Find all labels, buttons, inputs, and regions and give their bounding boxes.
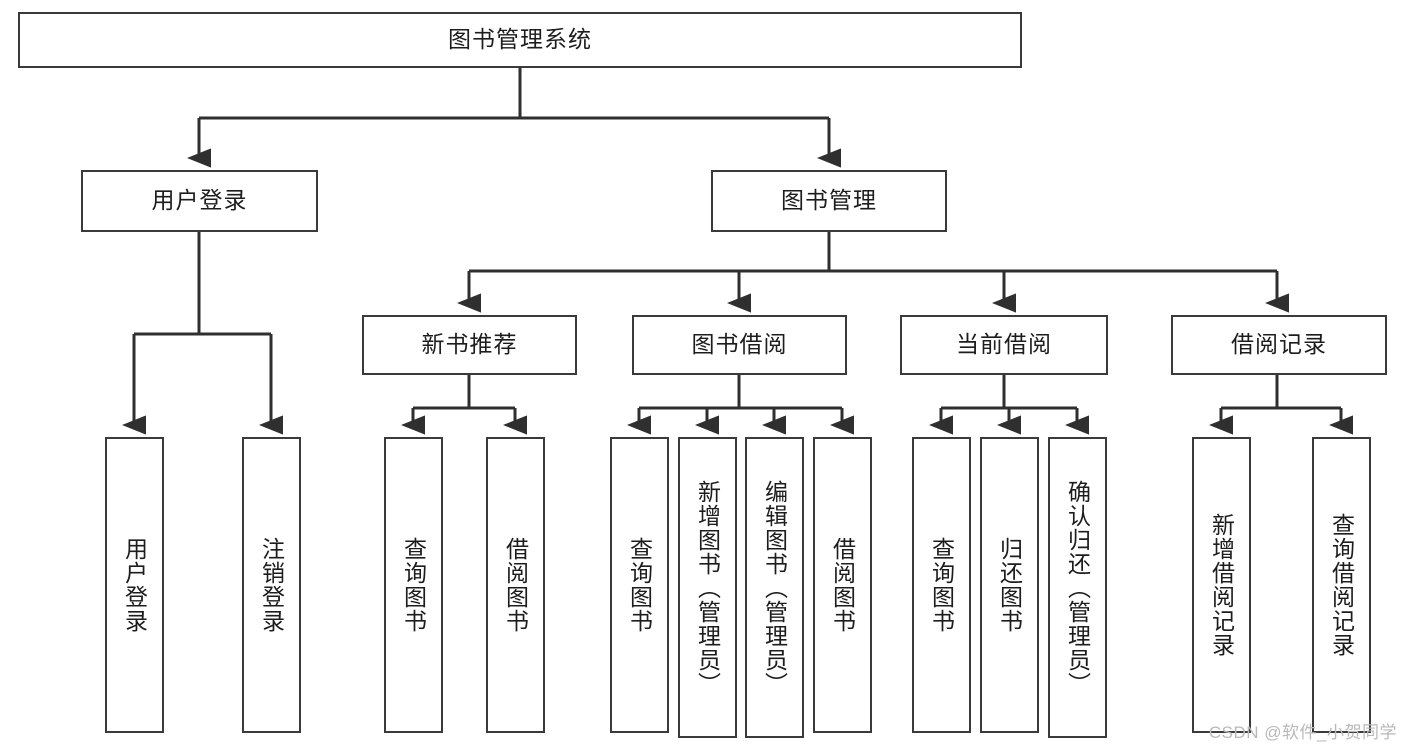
leaf-confirm-return-label: 确认归还（管理员） xyxy=(1064,479,1091,696)
leaf-borrow-book-2-label: 借阅图书 xyxy=(829,537,856,633)
leaf-query-book-1-label: 查询图书 xyxy=(400,537,427,633)
leaf-query-book-2[interactable]: 查询图书 xyxy=(610,437,669,733)
leaf-query-book-3-label: 查询图书 xyxy=(928,537,955,633)
leaf-add-record[interactable]: 新增借阅记录 xyxy=(1192,437,1251,733)
node-book-manage[interactable]: 图书管理 xyxy=(711,170,947,232)
leaf-edit-book-label: 编辑图书（管理员） xyxy=(761,479,788,696)
leaf-user-login-label: 用户登录 xyxy=(121,537,148,633)
node-book-borrow-label: 图书借阅 xyxy=(691,331,788,358)
leaf-query-record[interactable]: 查询借阅记录 xyxy=(1312,437,1371,733)
leaf-query-book-1[interactable]: 查询图书 xyxy=(384,437,443,733)
leaf-borrow-book-2[interactable]: 借阅图书 xyxy=(813,437,872,733)
leaf-add-record-label: 新增借阅记录 xyxy=(1208,513,1235,657)
leaf-add-book[interactable]: 新增图书（管理员） xyxy=(678,437,737,738)
leaf-borrow-book-1-label: 借阅图书 xyxy=(502,537,529,633)
node-borrow-record[interactable]: 借阅记录 xyxy=(1171,315,1387,375)
leaf-add-book-label: 新增图书（管理员） xyxy=(694,479,721,696)
leaf-query-book-3[interactable]: 查询图书 xyxy=(912,437,971,733)
node-user-login[interactable]: 用户登录 xyxy=(81,170,318,232)
node-new-book-rec[interactable]: 新书推荐 xyxy=(362,315,577,375)
leaf-user-login[interactable]: 用户登录 xyxy=(105,437,164,733)
node-root[interactable]: 图书管理系统 xyxy=(18,12,1022,68)
leaf-query-record-label: 查询借阅记录 xyxy=(1328,513,1355,657)
node-root-label: 图书管理系统 xyxy=(448,26,592,53)
leaf-borrow-book-1[interactable]: 借阅图书 xyxy=(486,437,545,733)
leaf-query-book-2-label: 查询图书 xyxy=(626,537,653,633)
node-borrow-record-label: 借阅记录 xyxy=(1231,331,1327,358)
node-book-borrow[interactable]: 图书借阅 xyxy=(632,315,847,375)
leaf-logout-login[interactable]: 注销登录 xyxy=(242,437,301,733)
node-current-borrow-label: 当前借阅 xyxy=(956,331,1052,358)
leaf-edit-book[interactable]: 编辑图书（管理员） xyxy=(745,437,804,738)
leaf-confirm-return[interactable]: 确认归还（管理员） xyxy=(1048,437,1107,738)
leaf-logout-login-label: 注销登录 xyxy=(258,537,285,633)
node-current-borrow[interactable]: 当前借阅 xyxy=(900,315,1108,375)
leaf-return-book-label: 归还图书 xyxy=(996,537,1023,633)
leaf-return-book[interactable]: 归还图书 xyxy=(980,437,1039,733)
node-user-login-label: 用户登录 xyxy=(151,187,248,214)
node-new-book-rec-label: 新书推荐 xyxy=(421,331,518,358)
node-book-manage-label: 图书管理 xyxy=(781,187,877,214)
